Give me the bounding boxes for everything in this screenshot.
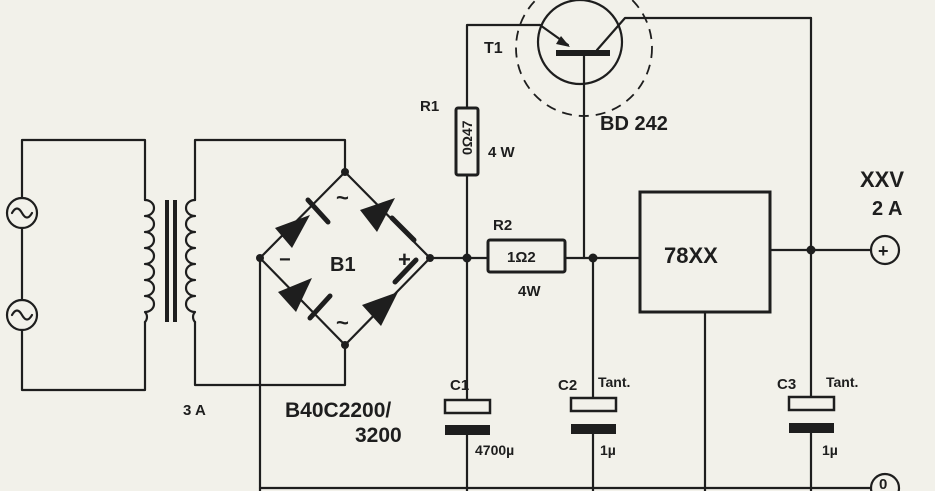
bridge-diode-ul bbox=[275, 197, 331, 248]
c2-value: 1µ bbox=[600, 442, 616, 458]
output-current: 2 A bbox=[872, 198, 902, 220]
bridge-plus: + bbox=[398, 247, 411, 272]
capacitor-c1 bbox=[443, 256, 492, 491]
output-plus-symbol: + bbox=[878, 241, 889, 261]
c2-ref: C2 bbox=[558, 377, 577, 394]
resistor-r2: 1Ω2 bbox=[486, 238, 567, 274]
output-ground-terminal: 0 bbox=[869, 472, 901, 491]
transistor-t1 bbox=[515, 0, 813, 260]
r2-value: 1Ω2 bbox=[507, 249, 536, 266]
ac-source-top bbox=[5, 196, 39, 230]
regulator-78xx: 78XX bbox=[638, 190, 772, 314]
bridge-diode-ll bbox=[278, 278, 333, 321]
bridge-part-line2: 3200 bbox=[355, 424, 402, 447]
capacitor-c2 bbox=[569, 256, 618, 491]
c3-type: Tant. bbox=[826, 374, 858, 390]
c3-ref: C3 bbox=[777, 376, 796, 393]
primary-wiring bbox=[20, 138, 147, 392]
output-voltage: XXV bbox=[860, 167, 904, 192]
output-plus-terminal: + bbox=[869, 234, 901, 266]
transformer-current: 3 A bbox=[183, 402, 206, 419]
r1-power: 4 W bbox=[488, 144, 516, 161]
bridge-ref: B1 bbox=[330, 254, 356, 276]
bridge-ac-top: ~ bbox=[336, 185, 349, 210]
transistor-ref: T1 bbox=[484, 40, 503, 57]
transistor-part: BD 242 bbox=[600, 113, 668, 135]
c1-ref: C1 bbox=[450, 377, 469, 394]
r2-power: 4W bbox=[518, 283, 541, 300]
transformer bbox=[143, 198, 197, 324]
bridge-ac-bottom: ~ bbox=[336, 310, 349, 335]
r1-lead bbox=[465, 23, 542, 260]
capacitor-c3 bbox=[787, 248, 836, 491]
r2-ref: R2 bbox=[493, 217, 512, 234]
bridge-diode-ur bbox=[360, 198, 417, 243]
resistor-r1: 0Ω47 bbox=[454, 106, 480, 177]
c2-type: Tant. bbox=[598, 374, 630, 390]
bridge-minus: − bbox=[279, 249, 291, 271]
bridge-diode-lr bbox=[362, 257, 419, 326]
regulator-label: 78XX bbox=[664, 243, 718, 268]
bridge-part-line1: B40C2200/ bbox=[285, 399, 391, 422]
r1-ref: R1 bbox=[420, 98, 439, 115]
ac-source-bottom bbox=[5, 298, 39, 332]
c1-value: 4700µ bbox=[475, 442, 514, 458]
c3-value: 1µ bbox=[822, 442, 838, 458]
secondary-wiring bbox=[193, 138, 347, 387]
output-ground-symbol: 0 bbox=[879, 476, 887, 491]
r1-value: 0Ω47 bbox=[459, 120, 475, 155]
